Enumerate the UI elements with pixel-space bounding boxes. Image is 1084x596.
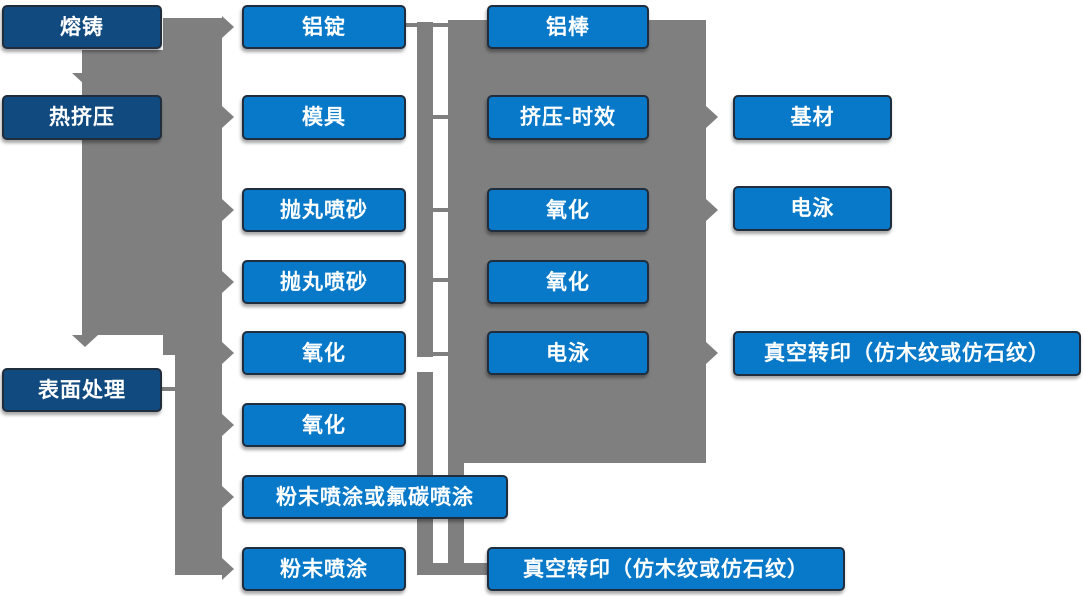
node-powder-or-fluorocarbon-coating: 粉末喷涂或氟碳喷涂 [242,475,508,519]
arrow-down-to-hot-extrusion-icon [72,73,98,85]
node-oxidation-3: 氧化 [487,188,649,232]
node-mold: 模具 [242,95,406,140]
node-aluminum-ingot: 铝锭 [242,5,406,49]
arrow-to-electrophoresis-2-icon [706,199,718,221]
trunk-col1-right [163,18,222,355]
node-hot-extrusion: 热挤压 [2,95,162,140]
bar-col2-upper [417,22,433,357]
node-melting-casting: 熔铸 [2,5,162,49]
surface-treatment-connector [160,387,176,391]
arrow-to-oxidation-2-icon [222,414,234,436]
arrow-to-powder-or-fluorocarbon-icon [222,486,234,508]
node-oxidation-1: 氧化 [242,331,406,375]
arrow-to-mold-icon [222,106,234,128]
trunk-col1-wide [82,50,167,335]
bottom-connector-strip [433,563,487,575]
node-shot-blasting-2: 抛丸喷砂 [242,260,406,304]
tick-aluminum-ingot-left [406,23,417,27]
node-base-material: 基材 [733,95,892,140]
node-oxidation-4: 氧化 [487,260,649,304]
bar-col2-lower [417,372,433,575]
node-shot-blasting-1: 抛丸喷砂 [242,188,406,232]
arrow-to-base-material-icon [706,106,718,128]
node-electrophoresis-2: 电泳 [733,186,892,231]
tick-row-electrophoresis [433,352,448,356]
arrow-to-vacuum-transfer-print-2-icon [706,342,718,364]
tick-row-oxidation-4 [433,278,448,282]
arrow-to-powder-coating-icon [222,558,234,580]
tick-row-aluminum-rod [433,23,448,27]
node-extrusion-aging: 挤压-时效 [487,95,649,140]
arrow-to-shot-blasting-2-icon [222,271,234,293]
node-oxidation-2: 氧化 [242,403,406,447]
trunk-col1-lower [175,355,222,575]
band-col3 [448,20,706,463]
node-surface-treatment: 表面处理 [2,368,162,412]
arrow-to-oxidation-1-icon [222,342,234,364]
tick-row-oxidation-3 [433,208,448,212]
tick-row-extrusion-aging [433,115,448,119]
node-powder-coating: 粉末喷涂 [242,547,406,591]
arrow-down-to-surface-treatment-icon [72,335,98,347]
node-aluminum-rod: 铝棒 [487,5,649,49]
arrow-to-aluminum-ingot-icon [222,16,234,38]
node-electrophoresis-1: 电泳 [487,331,649,375]
node-vacuum-transfer-print-1: 真空转印（仿木纹或仿石纹） [487,547,845,591]
node-vacuum-transfer-print-2: 真空转印（仿木纹或仿石纹） [733,331,1081,376]
arrow-to-shot-blasting-1-icon [222,199,234,221]
